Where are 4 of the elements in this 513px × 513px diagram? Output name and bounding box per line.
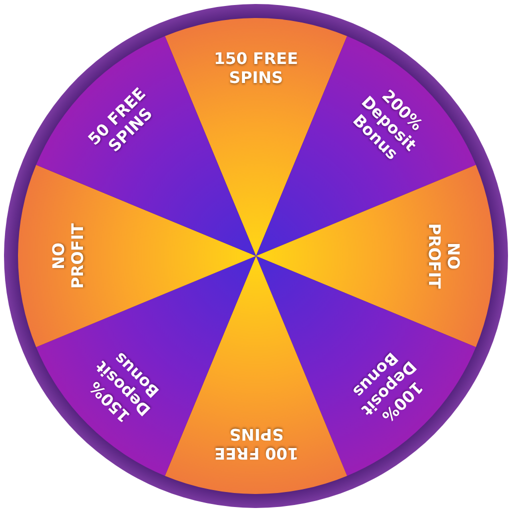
segment-label: 100 FREE SPINS	[212, 425, 300, 463]
segment-label: 150 FREE SPINS	[212, 49, 300, 87]
segment-label: NO PROFIT	[49, 222, 87, 291]
segment-label: NO PROFIT	[425, 222, 463, 291]
